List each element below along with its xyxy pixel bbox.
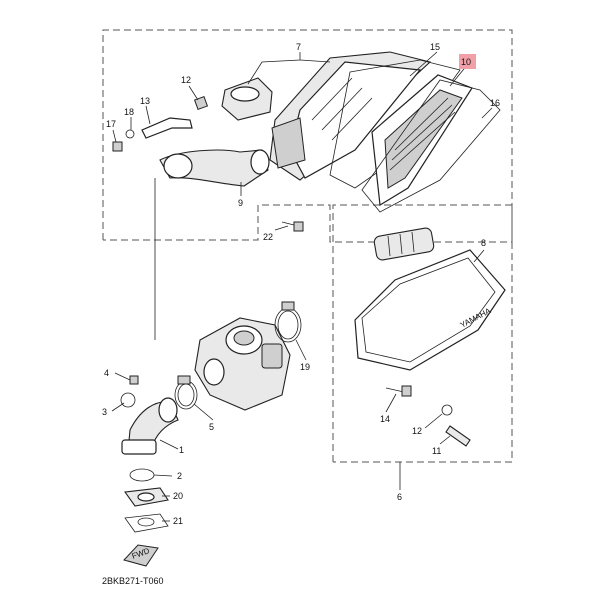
callout-17: 17: [106, 119, 116, 129]
callout-4: 4: [104, 368, 109, 378]
case-inlet-funnel: [373, 227, 435, 261]
callout-12a: 12: [181, 75, 191, 85]
screw-22: [281, 221, 304, 232]
callout-3: 3: [102, 407, 107, 417]
callout-5: 5: [209, 422, 214, 432]
bolt-14: [385, 385, 412, 397]
fwd-arrow-icon: FWD: [123, 544, 159, 567]
callout-13: 13: [140, 96, 150, 106]
callout-1: 1: [179, 445, 184, 455]
highlight-box: [459, 54, 476, 69]
callout-2: 2: [177, 471, 182, 481]
callout-22: 22: [263, 232, 273, 242]
drain-hose-11: [445, 425, 471, 447]
breather-pipe: [112, 95, 209, 152]
callout-6: 6: [397, 492, 402, 502]
insulator-20: [124, 487, 169, 507]
air-filter-case-cover: [269, 51, 432, 181]
callout-12b: 12: [412, 426, 422, 436]
leader-lines: [111, 51, 493, 522]
diagram-code: 2BKB271-T060: [102, 576, 164, 586]
clamp-19: [274, 301, 302, 343]
intake-duct-7: [221, 77, 273, 121]
callout-11: 11: [432, 446, 441, 456]
callout-14: 14: [380, 414, 390, 424]
lower-group-boundary: [332, 204, 513, 463]
callout-20: 20: [173, 491, 183, 501]
drain-clip-12: [441, 404, 453, 416]
callout-18: 18: [124, 107, 134, 117]
intake-manifold: [121, 397, 179, 455]
outer-seal: [361, 79, 501, 213]
callout-15: 15: [430, 42, 440, 52]
callout-10: 10: [461, 57, 471, 67]
callout-19: 19: [300, 362, 310, 372]
o-ring: [129, 468, 155, 482]
carburetor: [194, 317, 291, 411]
callout-21: 21: [173, 516, 183, 526]
callout-numbers: 7 15 10 16 12 13 18 17 9 22 8 19 14 12 1…: [102, 42, 500, 526]
clamp-5: [174, 375, 198, 410]
callout-16: 16: [490, 98, 500, 108]
callout-8: 8: [481, 238, 486, 248]
callout-7: 7: [296, 42, 301, 52]
air-filter-case: YAMAHA: [354, 249, 506, 371]
air-filter-element: [371, 74, 473, 207]
holder-3-4: [120, 375, 139, 408]
gasket-21: [124, 513, 169, 533]
upper-group-boundary: [102, 29, 513, 243]
callout-9: 9: [238, 198, 243, 208]
intake-hose: [159, 149, 270, 187]
